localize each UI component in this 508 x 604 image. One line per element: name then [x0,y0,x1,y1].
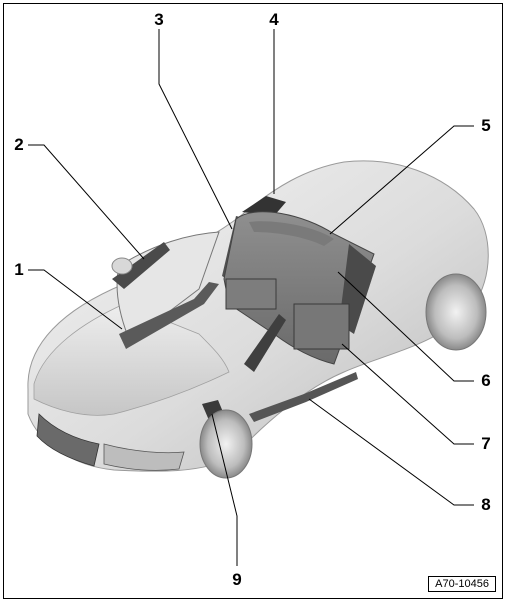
leader-line-2 [28,144,145,260]
grille [36,413,100,467]
rear-bulkhead-trim [249,221,334,246]
callout-8: 8 [481,495,491,514]
callout-6: 6 [481,371,491,390]
door-sill-trim [249,372,358,422]
a-pillar-left-trim [112,242,170,289]
leader-line-5 [329,125,474,235]
callout-1: 1 [14,260,24,279]
seat-floor-covering-left [225,278,277,310]
leader-line-9 [211,413,238,566]
roll-bar-trim [242,196,286,216]
figure-id-label: A70-10456 [428,576,496,592]
vehicle-illustration [27,29,489,566]
callout-5: 5 [481,116,491,135]
leader-line-6 [337,271,474,382]
side-mirror [111,257,133,275]
headlight-left [103,443,185,471]
callout-3: 3 [154,10,164,29]
callout-2: 2 [14,135,24,154]
rear-wheel [425,273,487,351]
front-wheel [199,409,253,479]
hood [33,303,230,416]
figure-frame: 1 2 3 4 5 6 7 8 9 A70-10456 [3,3,503,599]
leader-line-1 [28,269,123,330]
leader-line-3 [158,29,233,230]
leader-lines [28,29,474,566]
seat-floor-covering [293,303,350,350]
leader-line-7 [341,343,474,445]
windshield-lower-trim [119,282,219,349]
callout-4: 4 [269,10,279,29]
b-pillar-trim [244,314,286,372]
callout-7: 7 [481,434,491,453]
callout-9: 9 [232,570,242,589]
leader-line-8 [308,398,474,506]
